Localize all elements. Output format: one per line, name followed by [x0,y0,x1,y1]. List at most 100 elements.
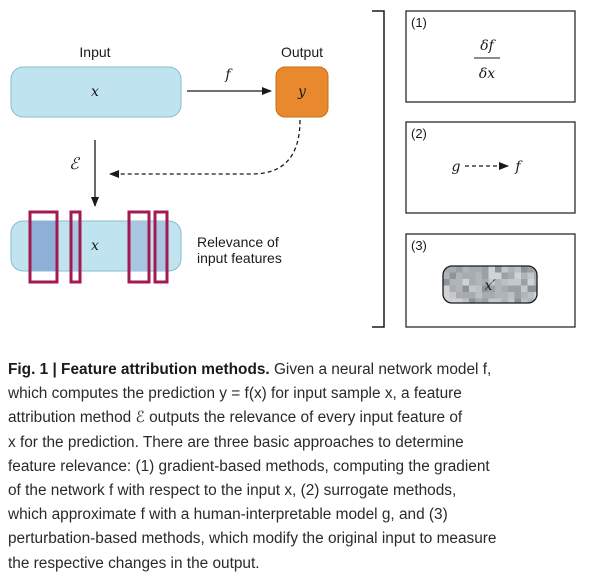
panel-perturbation [405,233,576,328]
feature-highlight-4 [155,221,167,271]
pixel-cell [469,266,476,273]
relevance-marker-3 [127,210,151,284]
pixel-cell [475,266,483,273]
output-y-symbol: y [297,84,307,100]
pixel-cell [482,292,489,299]
pixel-cell [456,266,463,273]
pixel-cell [488,279,496,286]
pixel-cell [449,285,457,293]
output-label: Output [281,44,323,60]
pixel-cell [514,272,522,280]
surrogate-g-symbol: g [452,159,461,175]
pixel-cell [449,272,457,280]
pixel-cell [443,292,450,299]
panel-surrogate-number: (2) [411,126,427,141]
pixel-cell [514,266,522,273]
caption-line-3: attribution method ℰ outputs the relevan… [8,409,463,427]
pixel-cell [495,279,502,286]
relevance-marker-1 [28,210,59,284]
pixel-cell [521,292,528,299]
input-label: Input [79,44,110,60]
pixel-cell [521,298,528,303]
panel-gradient-number: (1) [411,15,427,30]
gradient-denominator: δx [479,66,495,82]
pixel-cell [508,292,515,299]
caption-line-8: perturbation-based methods, which modify… [8,530,497,548]
pixel-cell [521,266,528,273]
pixel-cell [462,266,470,273]
pixel-cell [488,298,496,303]
pixel-cell [482,266,489,273]
relevance-marker-4 [153,210,169,284]
pixel-cell [443,279,450,286]
pixel-cell [488,292,496,299]
panel-perturbation-number: (3) [411,238,427,253]
feature-attribution-figure: Input x f Output y ℰ x Relevance of inpu… [10,10,576,328]
pixel-cell [527,279,535,286]
pixel-cell [514,292,522,299]
pixel-cell [495,285,502,293]
caption-line-4: x for the prediction. There are three ba… [8,433,464,451]
caption-line-6: of the network f with respect to the inp… [8,482,457,500]
pixel-cell [475,272,483,280]
pixel-cell [462,285,470,293]
output-box [275,66,329,118]
perturbed-input-pixels [443,266,537,303]
figure-caption: Fig. 1 | Feature attribution methods. Gi… [8,358,582,576]
caption-line-1-text: Given a neural network model f, [269,361,492,378]
perturbed-input-box [442,265,538,304]
pixel-cell [456,272,463,280]
caption-line-5: feature relevance: (1) gradient-based me… [8,457,490,475]
pixel-cell [469,272,476,280]
pixel-cell [482,285,489,293]
pixel-cell [495,292,502,299]
pixel-cell [449,292,457,299]
pixel-cell [488,285,496,293]
pixel-cell [482,298,489,303]
pixel-cell [508,285,515,293]
pixel-cell [514,279,522,286]
explainer-symbol: ℰ [69,154,81,173]
relevance-label-line1: Relevance of [197,234,279,250]
pixel-cell [482,272,489,280]
pixel-cell [475,285,483,293]
pixel-cell [527,285,535,293]
pixel-cell [475,279,483,286]
pixel-cell [443,266,450,273]
pixel-cell [514,298,522,303]
pixel-cell [508,298,515,303]
pixel-cell [495,266,502,273]
pixel-cell [501,272,509,280]
pixel-cell [508,279,515,286]
pixel-cell [469,285,476,293]
input-x-symbol: x [91,84,99,100]
pixel-cell [443,285,450,293]
surrogate-f-symbol: f [514,159,523,175]
pixel-cell [521,279,528,286]
pixel-cell [501,266,509,273]
gradient-numerator: δf [480,38,496,54]
pixel-cell [521,285,528,293]
pixel-cell [527,292,535,299]
pixel-cell [495,298,502,303]
pixel-cell [456,298,463,303]
pixel-cell [462,279,470,286]
pixel-cell [449,266,457,273]
pixel-cell [469,292,476,299]
pixel-cell [462,298,470,303]
pixel-cell [488,272,496,280]
pixel-cell [456,279,463,286]
pixel-cell [462,292,470,299]
relevance-label-line2: input features [197,250,282,266]
pixel-cell [469,298,476,303]
feature-highlight-1 [31,221,57,271]
pixel-cell [534,272,537,280]
caption-line-9: the respective changes in the output. [8,554,260,572]
perturbed-x-prime-symbol: x′ [484,278,496,294]
pixel-cell [469,279,476,286]
explainer-dashed-arrow [109,119,301,178]
pixel-cell [501,292,509,299]
pixel-cell [527,298,535,303]
pixel-cell [456,285,463,293]
pixel-cell [475,292,483,299]
